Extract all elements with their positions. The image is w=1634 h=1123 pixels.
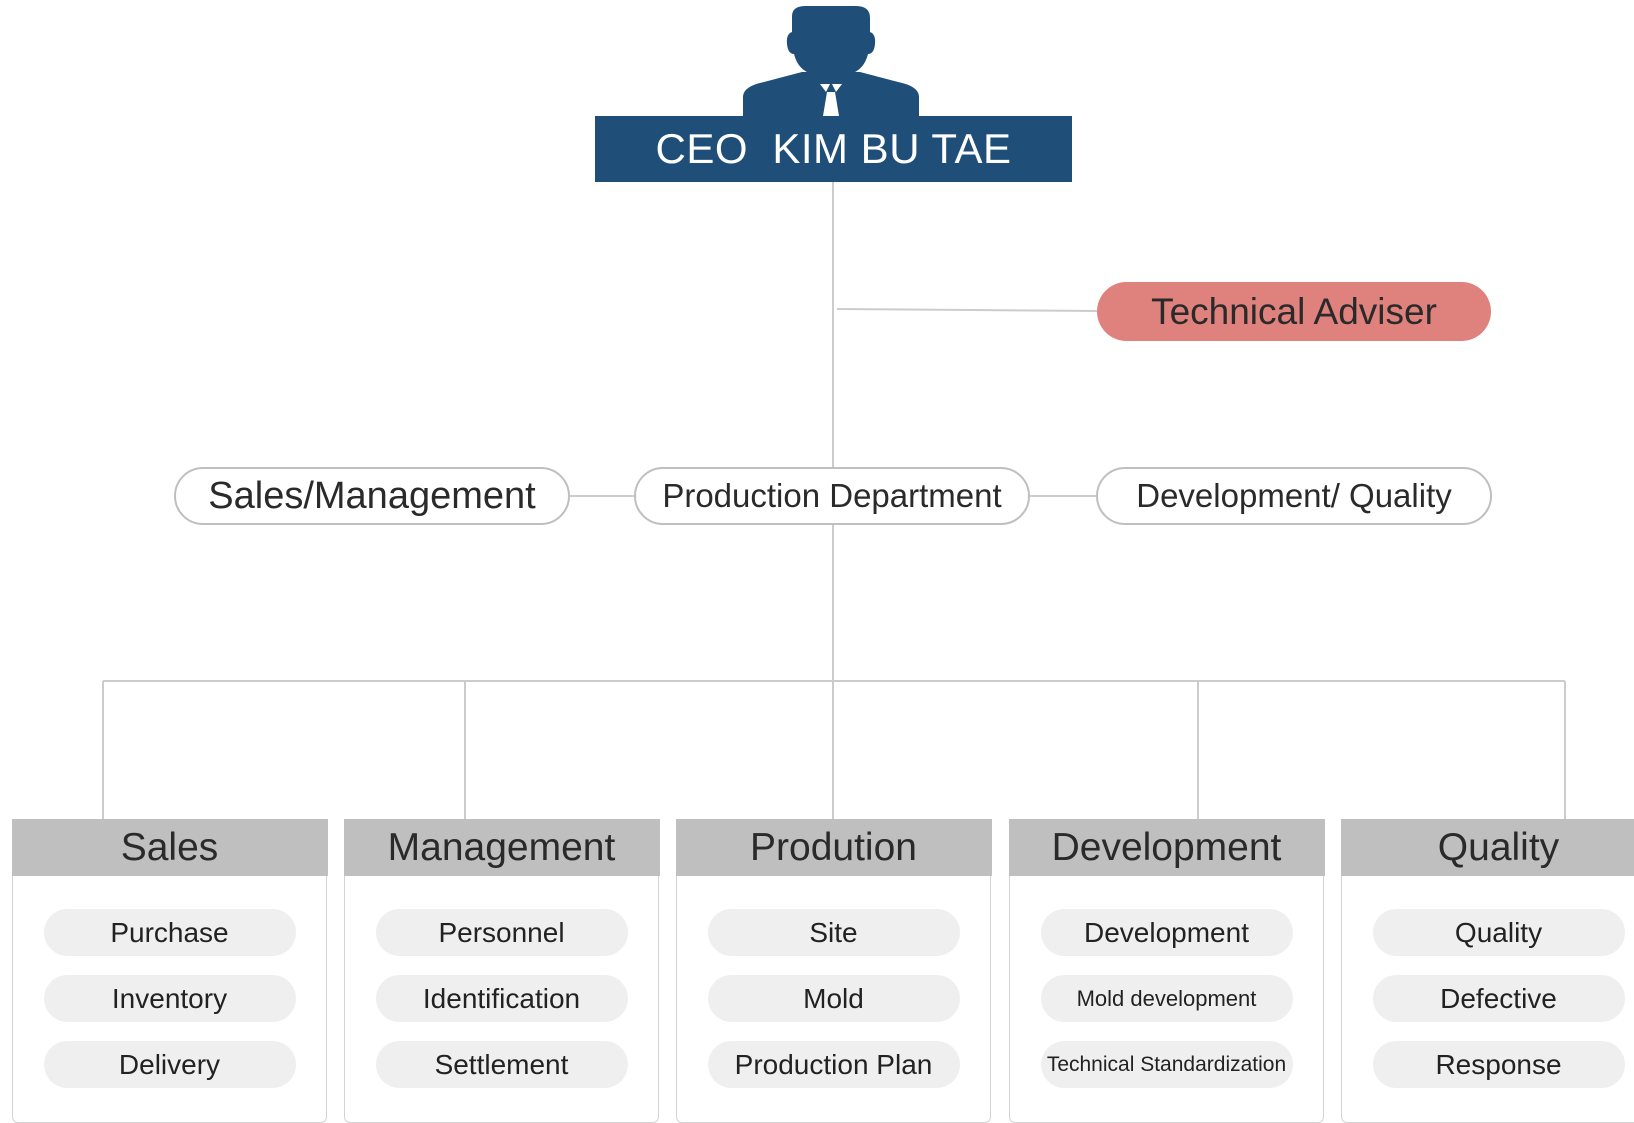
division-item: Technical Standardization: [1041, 1041, 1293, 1088]
division-item: Inventory: [44, 975, 296, 1022]
division-item: Defective: [1373, 975, 1625, 1022]
division-item: Site: [708, 909, 960, 956]
division-development: Development Development Mold development…: [1009, 819, 1324, 1123]
dept-production: Production Department: [634, 467, 1030, 525]
division-title: Management: [344, 819, 660, 876]
division-title: Quality: [1341, 819, 1634, 876]
dept-label: Development/ Quality: [1136, 477, 1451, 515]
dept-label: Sales/Management: [208, 475, 535, 518]
dept-label: Production Department: [662, 477, 1001, 515]
division-title: Prodution: [676, 819, 992, 876]
advisor-label: Technical Adviser: [1151, 291, 1437, 333]
division-item: Quality: [1373, 909, 1625, 956]
division-title: Development: [1009, 819, 1325, 876]
division-item: Mold development: [1041, 975, 1293, 1022]
division-item: Purchase: [44, 909, 296, 956]
division-item: Response: [1373, 1041, 1625, 1088]
division-title: Sales: [12, 819, 328, 876]
division-sales: Sales Purchase Inventory Delivery: [12, 819, 327, 1123]
dept-sales-management: Sales/Management: [174, 467, 570, 525]
technical-adviser-node: Technical Adviser: [1097, 282, 1491, 341]
dept-development-quality: Development/ Quality: [1096, 467, 1492, 525]
division-item: Identification: [376, 975, 628, 1022]
ceo-label: CEO KIM BU TAE: [655, 125, 1011, 173]
division-management: Management Personnel Identification Sett…: [344, 819, 659, 1123]
division-quality: Quality Quality Defective Response: [1341, 819, 1634, 1123]
division-item: Development: [1041, 909, 1293, 956]
division-item: Mold: [708, 975, 960, 1022]
division-item: Delivery: [44, 1041, 296, 1088]
advisor-connector-line: [837, 309, 1097, 311]
division-item: Settlement: [376, 1041, 628, 1088]
ceo-title-bar: CEO KIM BU TAE: [595, 116, 1072, 182]
division-item: Production Plan: [708, 1041, 960, 1088]
division-production: Prodution Site Mold Production Plan: [676, 819, 991, 1123]
division-item: Personnel: [376, 909, 628, 956]
person-silhouette-icon: [740, 4, 922, 116]
